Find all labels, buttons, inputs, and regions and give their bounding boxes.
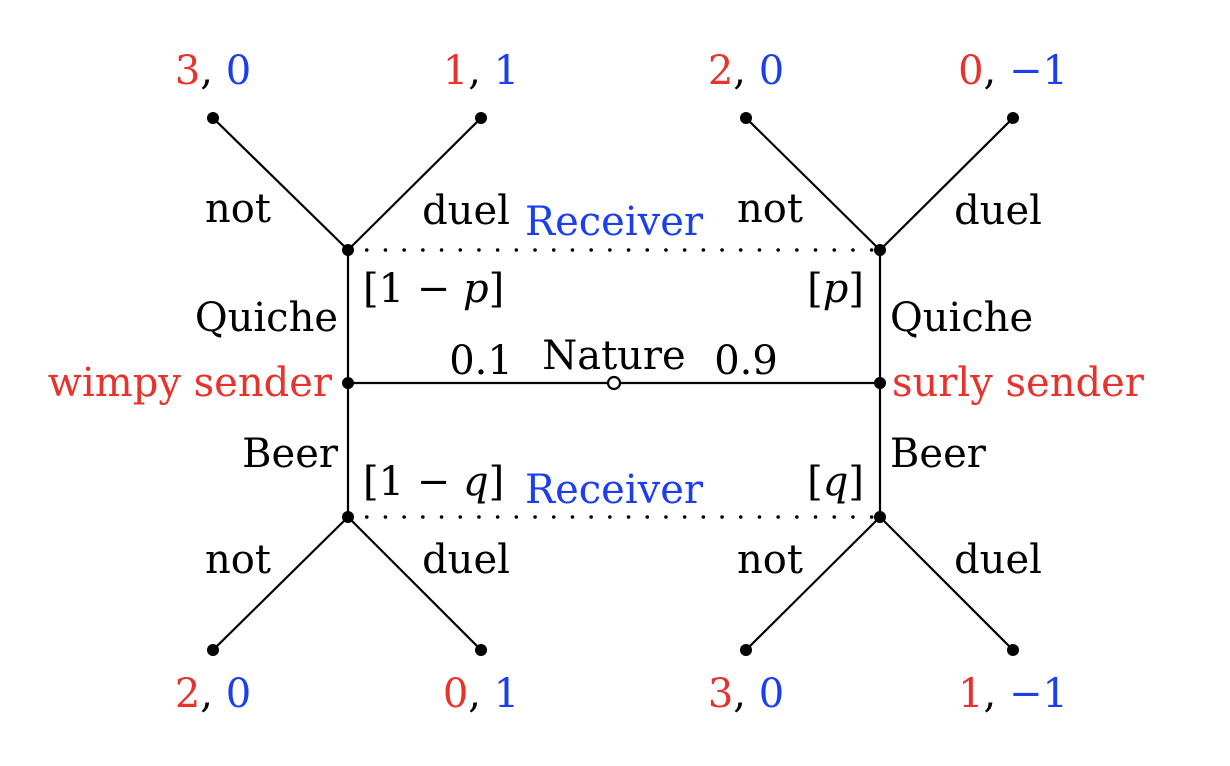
wimpy-quiche-duel-edge [347,117,482,251]
surly-quiche-not-edge [745,117,881,251]
receiver-label-beer: Receiver [525,467,704,513]
terminal-node [475,644,487,656]
receiver-quiche-wimpy-node [342,244,354,256]
action-label-duel: duel [422,188,510,234]
action-label-duel: duel [422,537,510,583]
action-label-not: not [205,537,271,583]
receiver-quiche-surly-node [874,244,886,256]
terminal-node [740,112,752,124]
wimpy-quiche-not-edge [212,117,349,251]
surly-sender-node [874,377,886,389]
receiver-label-quiche: Receiver [525,199,704,245]
terminal-node [1007,112,1019,124]
wimpy-beer-not-edge [212,516,349,651]
surly-beer-not-edge [745,516,881,651]
payoff-wimpy-beer-duel: 0, 1 [443,671,519,717]
terminal-node [740,644,752,656]
action-label-not: not [737,186,803,232]
payoff-wimpy-beer-not: 2, 0 [175,671,251,717]
surly-sender-label: surly sender [892,360,1145,406]
payoff-surly-beer-not: 3, 0 [708,671,784,717]
wimpy-beer-duel-edge [347,516,482,651]
nature-label: Nature [542,333,685,379]
message-label-quiche-surly: Quiche [890,295,1033,341]
payoff-surly-beer-duel: 1, −1 [958,671,1068,717]
action-label-duel: duel [954,188,1042,234]
message-label-quiche-wimpy: Quiche [195,295,338,341]
belief-quiche-wimpy: [1 − p] [363,266,504,312]
message-label-beer-wimpy: Beer [242,431,339,477]
receiver-beer-surly-node [874,511,886,523]
action-label-duel: duel [954,537,1042,583]
payoff-surly-quiche-duel: 0, −1 [958,48,1068,94]
nature-node [606,375,622,391]
belief-beer-wimpy: [1 − q] [363,459,504,505]
belief-quiche-surly: [p] [807,266,864,312]
belief-beer-surly: [q] [807,459,864,505]
wimpy-sender-label: wimpy sender [48,360,333,406]
terminal-node [475,112,487,124]
surly-quiche-duel-edge [879,117,1014,251]
payoff-surly-quiche-not: 2, 0 [708,48,784,94]
terminal-node [1007,644,1019,656]
probability-surly: 0.9 [714,338,778,384]
payoff-wimpy-quiche-duel: 1, 1 [443,48,519,94]
action-label-not: not [205,186,271,232]
wimpy-sender-node [342,377,354,389]
message-label-beer-surly: Beer [890,431,987,477]
payoff-wimpy-quiche-not: 3, 0 [175,48,251,94]
terminal-node [207,112,219,124]
receiver-beer-wimpy-node [342,511,354,523]
terminal-node [207,644,219,656]
probability-wimpy: 0.1 [449,338,513,384]
action-label-not: not [737,537,803,583]
surly-beer-duel-edge [879,516,1014,651]
tree-edges [212,117,1014,651]
tree-nodes [207,112,1019,656]
